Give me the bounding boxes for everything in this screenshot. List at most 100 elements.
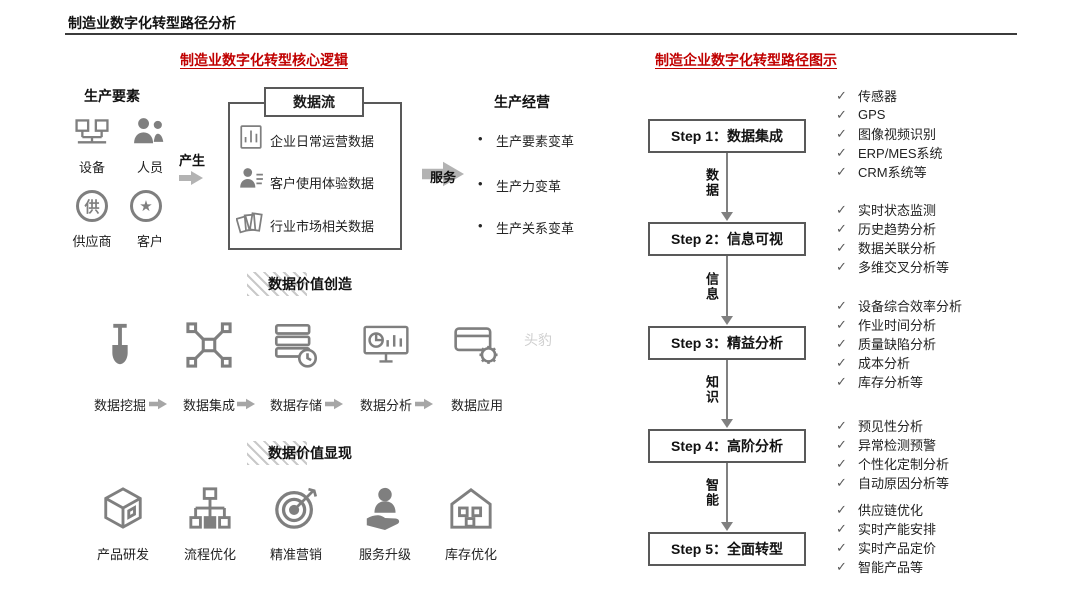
checklist-item-label: 成本分析 [858, 356, 911, 371]
value-display-title: 数据价值显现 [268, 445, 352, 461]
data-mining-shovel-icon [97, 322, 143, 368]
check-icon: ✓ [836, 373, 847, 389]
right-arrow-icon [237, 397, 255, 410]
produce-arrow-label: 产生 [178, 153, 205, 168]
check-icon: ✓ [836, 436, 847, 452]
supplier-icon: 供 [76, 190, 108, 222]
check-icon: ✓ [836, 144, 847, 160]
checklist-item-label: 实时状态监测 [858, 203, 937, 218]
check-icon: ✓ [836, 558, 847, 574]
checklist-item-label: ERP/MES系统 [858, 146, 943, 161]
customer-star-glyph: ★ [139, 198, 153, 215]
checklist-item-label: 数据关联分析 [858, 241, 937, 256]
checklist-item-label: 历史趋势分析 [858, 222, 937, 237]
checklist-item: ✓ CRM系统等 [836, 162, 1071, 181]
arrow-label-info: 信息 [704, 272, 719, 302]
outcome-label-product: 产品研发 [96, 547, 149, 562]
checklist-item-label: CRM系统等 [858, 165, 927, 180]
data-integration-network-icon [186, 322, 232, 368]
checklist-item: ✓ 历史趋势分析 [836, 219, 1071, 238]
checklist-item: ✓智能产品等 [836, 557, 1071, 576]
service-arrow-label: 服务 [429, 170, 456, 185]
market-data-icon [236, 208, 264, 236]
checklist-item-label: 作业时间分析 [858, 318, 937, 333]
checklist-item: ✓ 多维交叉分析等 [836, 257, 1071, 276]
checklist-item-label: 传感器 [858, 89, 898, 104]
checklist-item: ✓ 传感器 [836, 86, 1071, 105]
checklist-item-label: 多维交叉分析等 [858, 260, 950, 275]
product-rd-cube-icon [100, 485, 146, 531]
check-icon: ✓ [836, 501, 847, 517]
chain-label-integration: 数据集成 [182, 398, 235, 413]
checklist-item-label: 图像视频识别 [858, 127, 937, 142]
check-icon: ✓ [836, 239, 847, 255]
check-icon: ✓ [836, 106, 847, 122]
check-icon: ✓ [836, 87, 847, 103]
process-flowchart-icon [187, 485, 233, 531]
check-icon: ✓ [836, 125, 847, 141]
step-2-box: Step 2：信息可视 [648, 222, 806, 256]
people-icon [130, 114, 168, 148]
checklist-item-label: 实时产品定价 [858, 541, 937, 556]
operation-item: • 生产关系变革 [478, 218, 574, 237]
checklist-item: ✓库存分析等 [836, 372, 1071, 391]
check-icon: ✓ [836, 417, 847, 433]
checklist-item-label: 自动原因分析等 [858, 476, 950, 491]
customer-data-icon [238, 166, 264, 192]
bullet: • [478, 131, 483, 146]
step-1-box: Step 1：数据集成 [648, 119, 806, 153]
checklist-item-label: 个性化定制分析 [858, 457, 950, 472]
checklist-item: ✓ 供应链优化 [836, 500, 1071, 519]
dataflow-header: 数据流 [264, 87, 364, 117]
value-creation-title: 数据价值创造 [268, 276, 352, 292]
arrow-label-data: 数据 [704, 168, 719, 198]
check-icon: ✓ [836, 163, 847, 179]
outcome-label-marketing: 精准营销 [269, 547, 322, 562]
checklist-item: ✓ 数据关联分析 [836, 238, 1071, 257]
down-arrow [721, 360, 733, 428]
checklist-item: ✓ 预见性分析 [836, 416, 1071, 435]
step2-checklist: ✓ 实时状态监测 ✓ 历史趋势分析 ✓ 数据关联分析 ✓ 多维交叉分析等 [836, 200, 1071, 276]
check-icon: ✓ [836, 354, 847, 370]
checklist-item: ✓实时产品定价 [836, 538, 1071, 557]
bullet: • [478, 218, 483, 233]
left-section-title: 制造业数字化转型核心逻辑 [180, 52, 348, 68]
checklist-item: ✓ 设备综合效率分析 [836, 296, 1071, 315]
checklist-item: ✓ 自动原因分析等 [836, 473, 1071, 492]
check-icon: ✓ [836, 220, 847, 236]
step3-checklist: ✓ 设备综合效率分析 ✓ 作业时间分析 ✓质量缺陷分析 ✓ 成本分析 ✓库存分析等 [836, 296, 1071, 391]
checklist-item: ✓ 成本分析 [836, 353, 1071, 372]
operation-item-label: 生产要素变革 [496, 134, 575, 149]
service-upgrade-hand-icon [362, 485, 408, 531]
checklist-item-label: 异常检测预警 [858, 438, 937, 453]
check-icon: ✓ [836, 258, 847, 274]
hatch-decoration [247, 272, 307, 296]
dataflow-item-1: 企业日常运营数据 [270, 134, 375, 149]
factors-title: 生产要素 [84, 88, 140, 104]
outcome-label-service: 服务升级 [358, 547, 411, 562]
step1-checklist: ✓ 传感器 ✓GPS ✓ 图像视频识别 ✓ ERP/MES系统 ✓ CRM系统等 [836, 86, 1071, 181]
right-arrow-icon [325, 397, 343, 410]
checklist-item-label: 实时产能安排 [858, 522, 937, 537]
checklist-item-label: 供应链优化 [858, 503, 924, 518]
checklist-item: ✓质量缺陷分析 [836, 334, 1071, 353]
step-3-box: Step 3：精益分析 [648, 326, 806, 360]
arrow-label-knowledge: 知识 [704, 375, 719, 405]
checklist-item-label: 设备综合效率分析 [858, 299, 963, 314]
produce-arrow-icon [172, 170, 210, 186]
check-icon: ✓ [836, 297, 847, 313]
marketing-target-icon [273, 485, 319, 531]
check-icon: ✓ [836, 474, 847, 490]
checklist-item: ✓实时产能安排 [836, 519, 1071, 538]
check-icon: ✓ [836, 201, 847, 217]
checklist-item: ✓GPS [836, 105, 1071, 124]
down-arrow [721, 463, 733, 531]
operation-item-label: 生产关系变革 [496, 221, 575, 236]
checklist-item-label: 预见性分析 [858, 419, 924, 434]
step5-checklist: ✓供应链优化 ✓实时产能安排 ✓实时产品定价 ✓智能产品等 [836, 500, 1071, 576]
service-arrow-icon [418, 160, 468, 188]
equipment-icon [74, 116, 110, 148]
arrow-label-intelligence: 智能 [704, 478, 719, 508]
operation-item: • 生产要素变革 [478, 131, 574, 150]
